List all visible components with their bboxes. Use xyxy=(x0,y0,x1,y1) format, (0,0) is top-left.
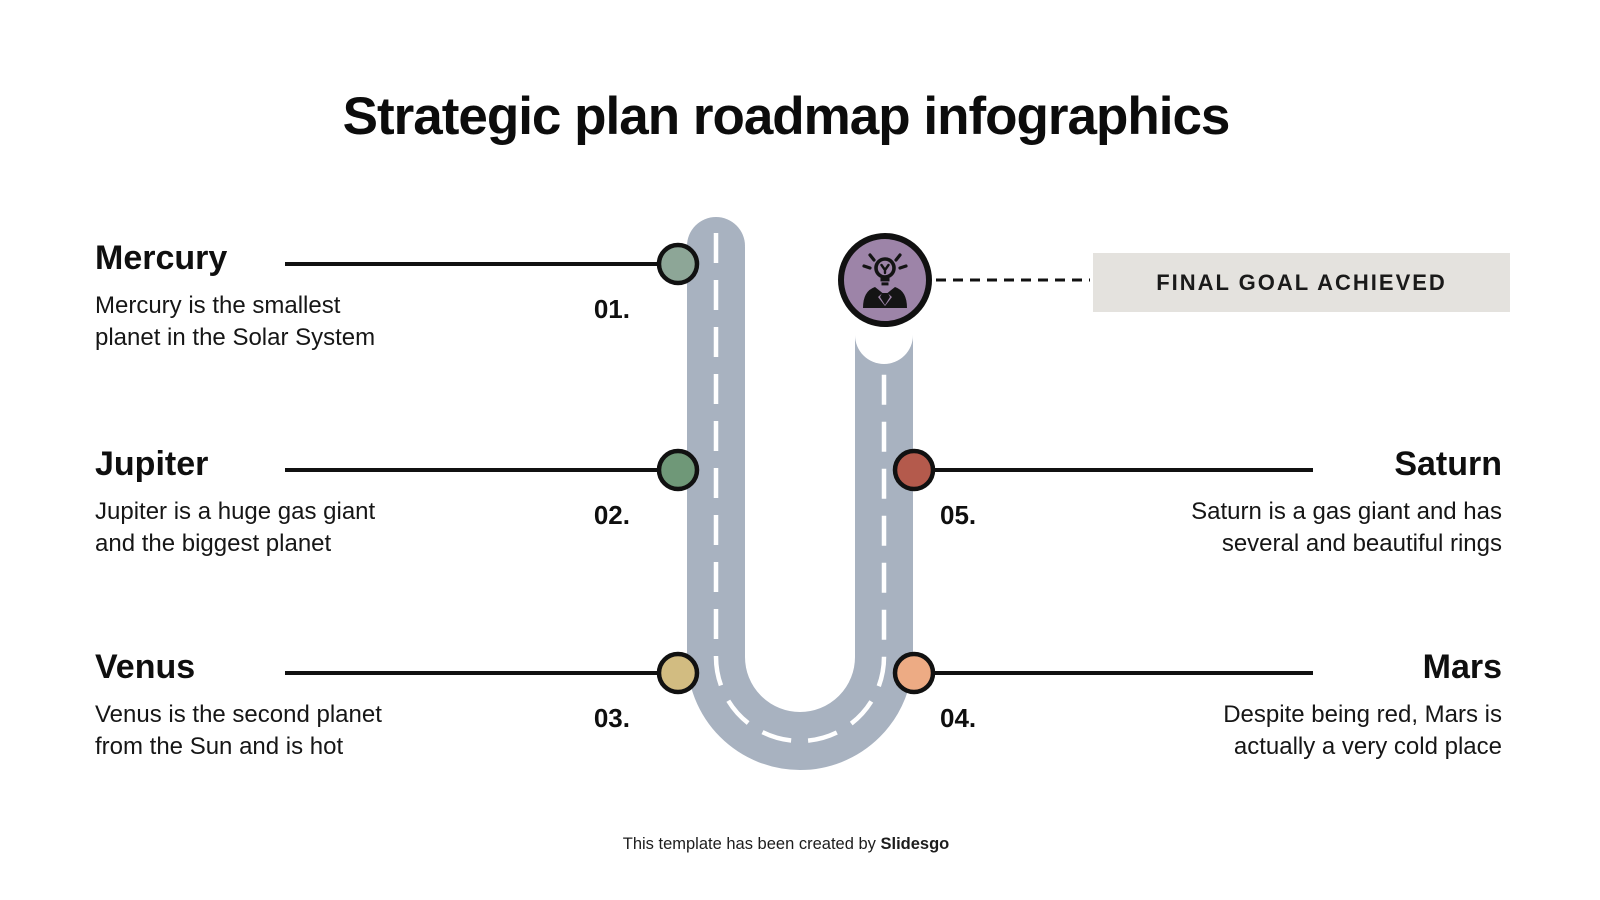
final-goal-box: FINAL GOAL ACHIEVED xyxy=(1093,253,1510,312)
item-desc-mars: Despite being red, Mars is actually a ve… xyxy=(1223,699,1502,763)
item-desc-jupiter: Jupiter is a huge gas giant and the bigg… xyxy=(95,496,375,560)
item-desc-saturn: Saturn is a gas giant and has several an… xyxy=(1191,496,1502,560)
item-heading-jupiter: Jupiter xyxy=(95,445,209,483)
item-desc-line: several and beautiful rings xyxy=(1221,530,1502,557)
item-heading-mercury: Mercury xyxy=(95,239,228,277)
item-desc-line: actually a very cold place xyxy=(1233,733,1502,760)
item-heading-venus: Venus xyxy=(95,648,196,686)
footer-credit-text: This template has been created by xyxy=(622,835,881,853)
item-number-venus: 03. xyxy=(593,703,630,733)
item-desc-line: Despite being red, Mars is xyxy=(1223,701,1502,728)
idea-person-icon xyxy=(862,253,908,308)
footer-brand: Slidesgo xyxy=(880,835,950,853)
footer-credit: This template has been created by Slides… xyxy=(0,835,1572,854)
item-number-mars: 04. xyxy=(940,703,977,733)
final-goal-label: FINAL GOAL ACHIEVED xyxy=(1156,269,1447,295)
item-desc-line: Venus is the second planet xyxy=(95,701,382,728)
item-desc-venus: Venus is the second planet from the Sun … xyxy=(95,699,382,763)
item-desc-line: from the Sun and is hot xyxy=(95,733,344,760)
node-mars xyxy=(892,651,936,695)
item-number-saturn: 05. xyxy=(940,500,977,530)
item-number-jupiter: 02. xyxy=(593,500,630,530)
node-saturn xyxy=(892,448,936,492)
item-number-mercury: 01. xyxy=(593,294,630,324)
item-desc-mercury: Mercury is the smallest planet in the So… xyxy=(95,290,375,354)
node-jupiter xyxy=(656,448,700,492)
node-mercury xyxy=(656,242,700,286)
item-desc-line: and the biggest planet xyxy=(95,530,332,557)
page-title: Strategic plan roadmap infographics xyxy=(342,87,1231,146)
node-venus xyxy=(656,651,700,695)
road-path xyxy=(687,247,913,770)
item-heading-saturn: Saturn xyxy=(1394,445,1502,483)
item-desc-line: Mercury is the smallest xyxy=(95,292,341,319)
item-desc-line: Saturn is a gas giant and has xyxy=(1191,498,1502,525)
item-heading-mars: Mars xyxy=(1422,648,1502,686)
item-desc-line: planet in the Solar System xyxy=(95,324,376,351)
item-desc-line: Jupiter is a huge gas giant xyxy=(95,498,376,525)
